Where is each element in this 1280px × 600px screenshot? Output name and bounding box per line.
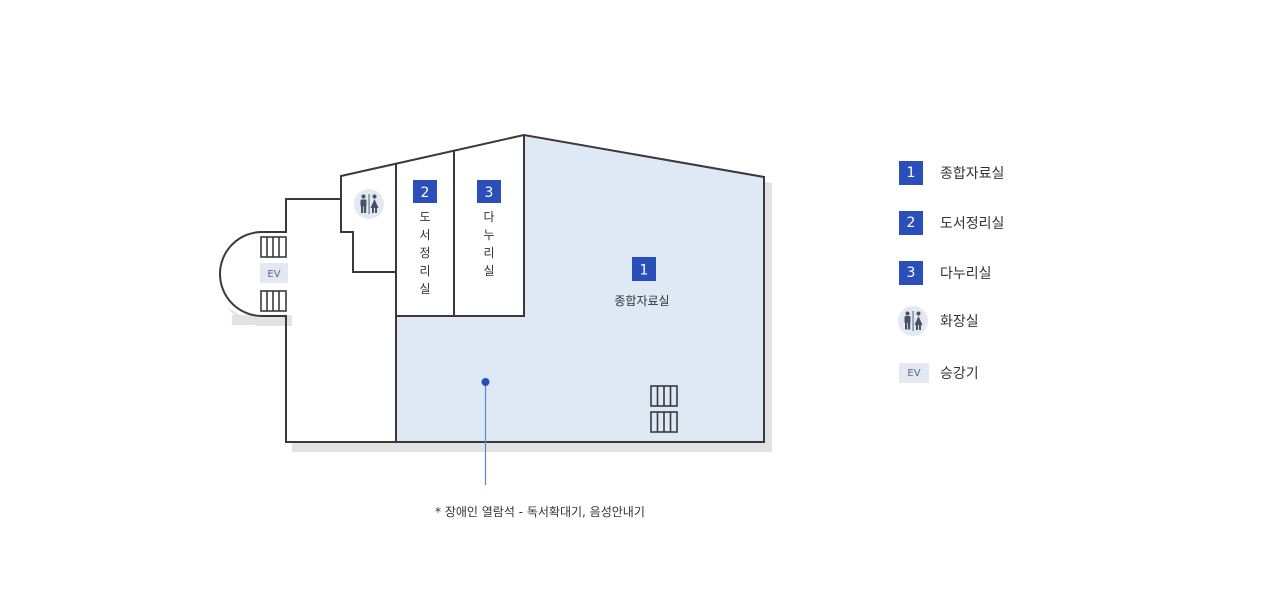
room-1-area — [396, 135, 764, 442]
legend-label: 승강기 — [940, 366, 979, 382]
legend-badge-3: 3 — [899, 261, 923, 285]
building-walls — [219, 133, 765, 443]
elevator-marker: EV — [260, 263, 288, 283]
room-3-label-char: 누 — [483, 228, 494, 242]
room-2-label: 도 서 정 리 실 — [419, 210, 430, 296]
room-2-label-char: 도 — [419, 210, 430, 224]
legend-label: 다누리실 — [940, 266, 992, 282]
stairs-west-upper — [260, 236, 287, 258]
room-2-number: 2 — [421, 185, 430, 201]
accessible-seat-marker — [481, 378, 490, 485]
room-1-number: 1 — [640, 263, 649, 279]
stairs-main-upper — [650, 385, 678, 407]
legend-item-restroom: 화장실 — [898, 306, 979, 336]
legend-label: 종합자료실 — [940, 166, 1005, 182]
legend-item-room-3: 3 다누리실 — [899, 260, 992, 286]
legend-badge-2: 2 — [899, 211, 923, 235]
legend-item-elevator: EV 승강기 — [899, 360, 979, 386]
room-2-label-char: 서 — [419, 228, 430, 242]
room-1-label: 종합자료실 — [614, 294, 669, 308]
room-2-label-char: 정 — [419, 246, 430, 260]
seat-dot — [481, 378, 490, 386]
legend-item-room-1: 1 종합자료실 — [899, 160, 1004, 186]
room-3-label: 다 누 리 실 — [483, 210, 494, 278]
elevator-icon: EV — [899, 363, 929, 383]
elevator-label: EV — [267, 269, 280, 280]
room-3-label-char: 리 — [483, 246, 494, 260]
stairs-west-lower — [260, 290, 287, 312]
room-1-marker: 1 — [632, 257, 656, 281]
stairs-main-lower — [650, 411, 678, 433]
room-2-marker: 2 — [413, 180, 437, 203]
room-2-label-char: 실 — [419, 282, 430, 296]
restroom-icon — [898, 306, 928, 336]
room-2-label-char: 리 — [419, 264, 430, 278]
room-3-label-char: 실 — [483, 264, 494, 278]
accessible-seat-note: * 장애인 열람석 - 독서확대기, 음성안내기 — [435, 505, 645, 519]
legend-badge-1: 1 — [899, 161, 923, 185]
room-3-label-char: 다 — [483, 210, 494, 224]
restroom-icon — [354, 189, 384, 219]
room-3-marker: 3 — [477, 180, 501, 203]
room-3-number: 3 — [485, 185, 494, 201]
legend-label: 도서정리실 — [940, 216, 1005, 232]
legend-item-room-2: 2 도서정리실 — [899, 210, 1004, 236]
legend-label: 화장실 — [940, 314, 979, 330]
